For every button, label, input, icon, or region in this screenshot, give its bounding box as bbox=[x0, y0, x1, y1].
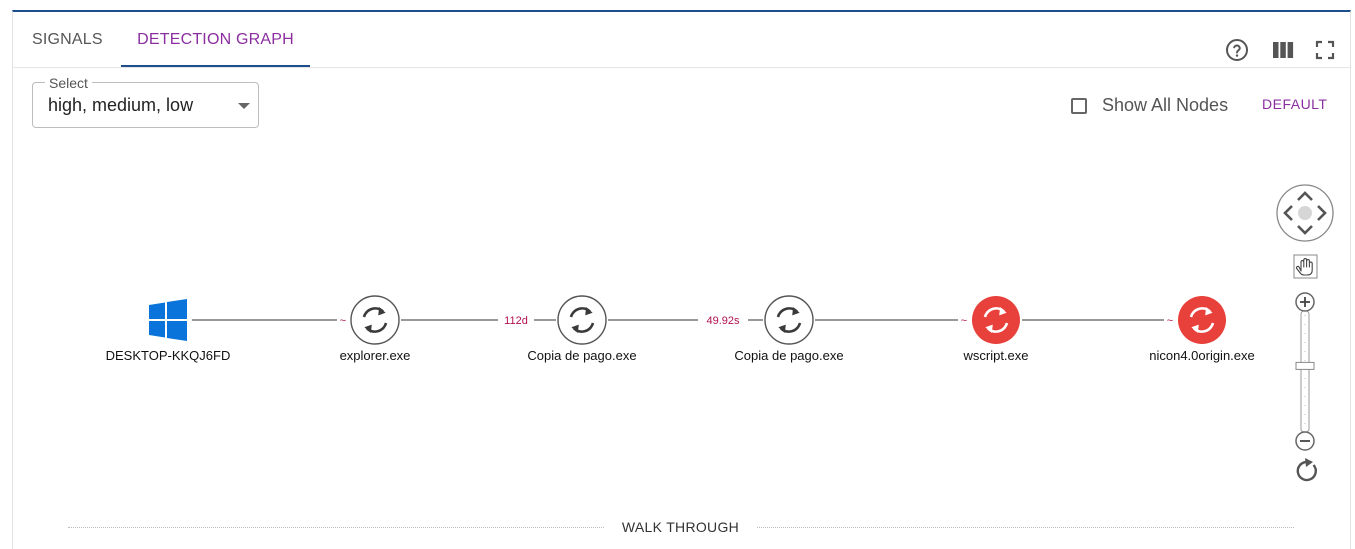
node-circle bbox=[972, 296, 1020, 344]
node-label: explorer.exe bbox=[340, 348, 411, 363]
select-label: Select bbox=[45, 75, 92, 91]
graph-node-process[interactable]: wscript.exe bbox=[962, 296, 1029, 363]
divider-line-left bbox=[68, 527, 604, 528]
hand-icon[interactable] bbox=[1293, 254, 1318, 279]
tab-bar: SIGNALS DETECTION GRAPH bbox=[13, 12, 1350, 68]
node-label: wscript.exe bbox=[962, 348, 1028, 363]
severity-select[interactable]: Select high, medium, low bbox=[32, 75, 259, 128]
graph-node-process[interactable]: nicon4.0origin.exe bbox=[1149, 296, 1255, 363]
zoom-slider[interactable] bbox=[1295, 310, 1315, 433]
detection-panel: SIGNALS DETECTION GRAPH Select high, med… bbox=[12, 10, 1351, 549]
node-circle bbox=[557, 295, 607, 345]
refresh-icon[interactable] bbox=[1296, 458, 1317, 482]
node-circle bbox=[350, 295, 400, 345]
zoom-slider-handle[interactable] bbox=[1295, 361, 1315, 370]
windows-icon bbox=[149, 299, 187, 341]
node-label: Copia de pago.exe bbox=[734, 348, 843, 363]
help-circle-icon[interactable] bbox=[1225, 38, 1249, 62]
select-value: high, medium, low bbox=[48, 95, 194, 115]
tab-detection-graph[interactable]: DETECTION GRAPH bbox=[121, 12, 310, 67]
walk-through-divider: WALK THROUGH bbox=[0, 518, 1355, 538]
graph-node-process[interactable]: Copia de pago.exe bbox=[527, 295, 637, 363]
node-circle bbox=[1178, 296, 1226, 344]
node-label: nicon4.0origin.exe bbox=[1149, 348, 1255, 363]
edge-label: ~ bbox=[340, 315, 346, 327]
edge-label: ~ bbox=[961, 315, 967, 327]
zoom-in-icon[interactable] bbox=[1295, 292, 1315, 312]
edge-label-bg bbox=[698, 312, 748, 328]
show-all-nodes-checkbox[interactable] bbox=[1071, 98, 1087, 114]
graph-nodes: DESKTOP-KKQJ6FD explorer.exe Copia de pago… bbox=[106, 295, 1255, 363]
divider-line-right bbox=[757, 527, 1294, 528]
edge-label-bg bbox=[498, 312, 534, 328]
edge-label: 112d bbox=[504, 315, 528, 327]
edge-label-bg bbox=[958, 312, 970, 328]
graph-node-host[interactable]: DESKTOP-KKQJ6FD bbox=[106, 299, 231, 363]
walk-through-label[interactable]: WALK THROUGH bbox=[621, 519, 740, 535]
chevron-down-icon bbox=[238, 103, 250, 109]
pan-arrows-icon[interactable] bbox=[1276, 184, 1334, 242]
fullscreen-icon[interactable] bbox=[1313, 38, 1337, 62]
graph-node-process[interactable]: explorer.exe bbox=[340, 295, 411, 363]
show-all-nodes-label: Show All Nodes bbox=[1102, 95, 1229, 115]
edge-label: 49.92s bbox=[706, 315, 740, 327]
edge-label: ~ bbox=[1167, 315, 1173, 327]
graph-node-process[interactable]: Copia de pago.exe bbox=[734, 295, 844, 363]
node-circle bbox=[764, 295, 814, 345]
node-label: Copia de pago.exe bbox=[527, 348, 636, 363]
node-label: DESKTOP-KKQJ6FD bbox=[106, 348, 231, 363]
edge-label-bg bbox=[1164, 312, 1176, 328]
graph-edges: ~112d 49.92s ~ ~ bbox=[192, 312, 1176, 328]
default-button[interactable]: DEFAULT bbox=[1262, 96, 1328, 112]
zoom-out-icon[interactable] bbox=[1295, 431, 1315, 451]
tab-signals[interactable]: SIGNALS bbox=[32, 31, 103, 48]
columns-icon[interactable] bbox=[1271, 38, 1295, 62]
graph-nav-controls bbox=[1276, 184, 1334, 482]
edge-label-bg bbox=[337, 312, 349, 328]
